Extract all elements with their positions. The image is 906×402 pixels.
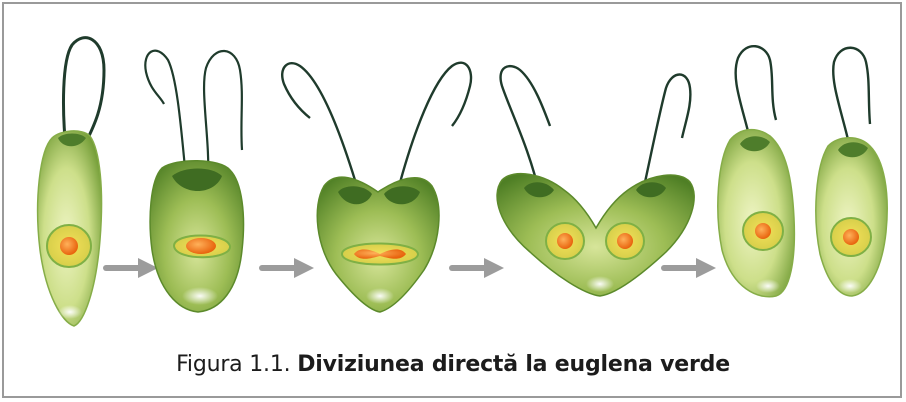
stage-4-cell-splitting (497, 66, 694, 296)
stage-5-two-daughter-cells (718, 46, 887, 297)
stage-1-single-cell (38, 38, 104, 326)
cell-body-5b (816, 138, 887, 296)
flagellum-3b (398, 63, 471, 190)
figure-caption: Figura 1.1. Diviziunea directă la euglen… (0, 352, 906, 377)
figure-title: Diviziunea directă la euglena verde (297, 352, 730, 377)
stage-2-flagellum-duplicated (145, 51, 243, 312)
flagellum-2a (145, 51, 186, 178)
figure-number: Figura 1.1. (176, 352, 290, 377)
stage-3-nucleus-dividing (282, 63, 471, 312)
flagellum-3a (282, 63, 358, 190)
flagellum-2b (204, 51, 242, 178)
flagellum-5b (833, 48, 870, 148)
